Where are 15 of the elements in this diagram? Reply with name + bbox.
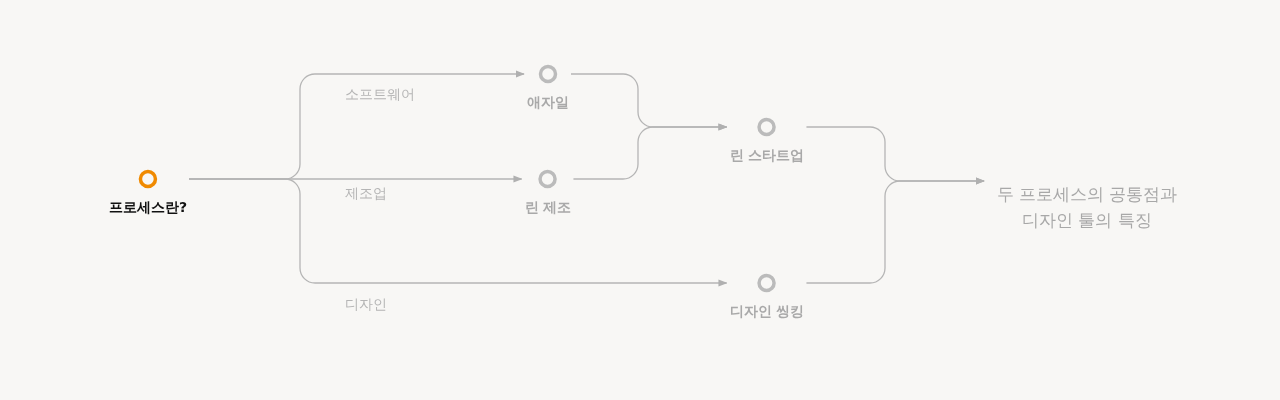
node-label: 린 스타트업	[729, 146, 805, 165]
milestone-node	[527, 64, 569, 112]
node-label: 프로세스란?	[108, 198, 188, 217]
milestone-node	[524, 169, 572, 217]
edge-label: 디자인	[343, 296, 389, 314]
milestone-node	[108, 169, 188, 217]
arrow	[572, 123, 728, 180]
node-label: 애자일	[527, 93, 569, 112]
node-label: 디자인 씽킹	[729, 302, 805, 321]
milestone-node	[729, 117, 805, 165]
summary-text: 두 프로세스의 공통점과 디자인 툴의 특징	[995, 183, 1179, 233]
milestone-node	[729, 273, 805, 321]
arrow	[805, 177, 985, 284]
node-label: 린 제조	[524, 198, 572, 217]
arrow	[188, 178, 728, 287]
